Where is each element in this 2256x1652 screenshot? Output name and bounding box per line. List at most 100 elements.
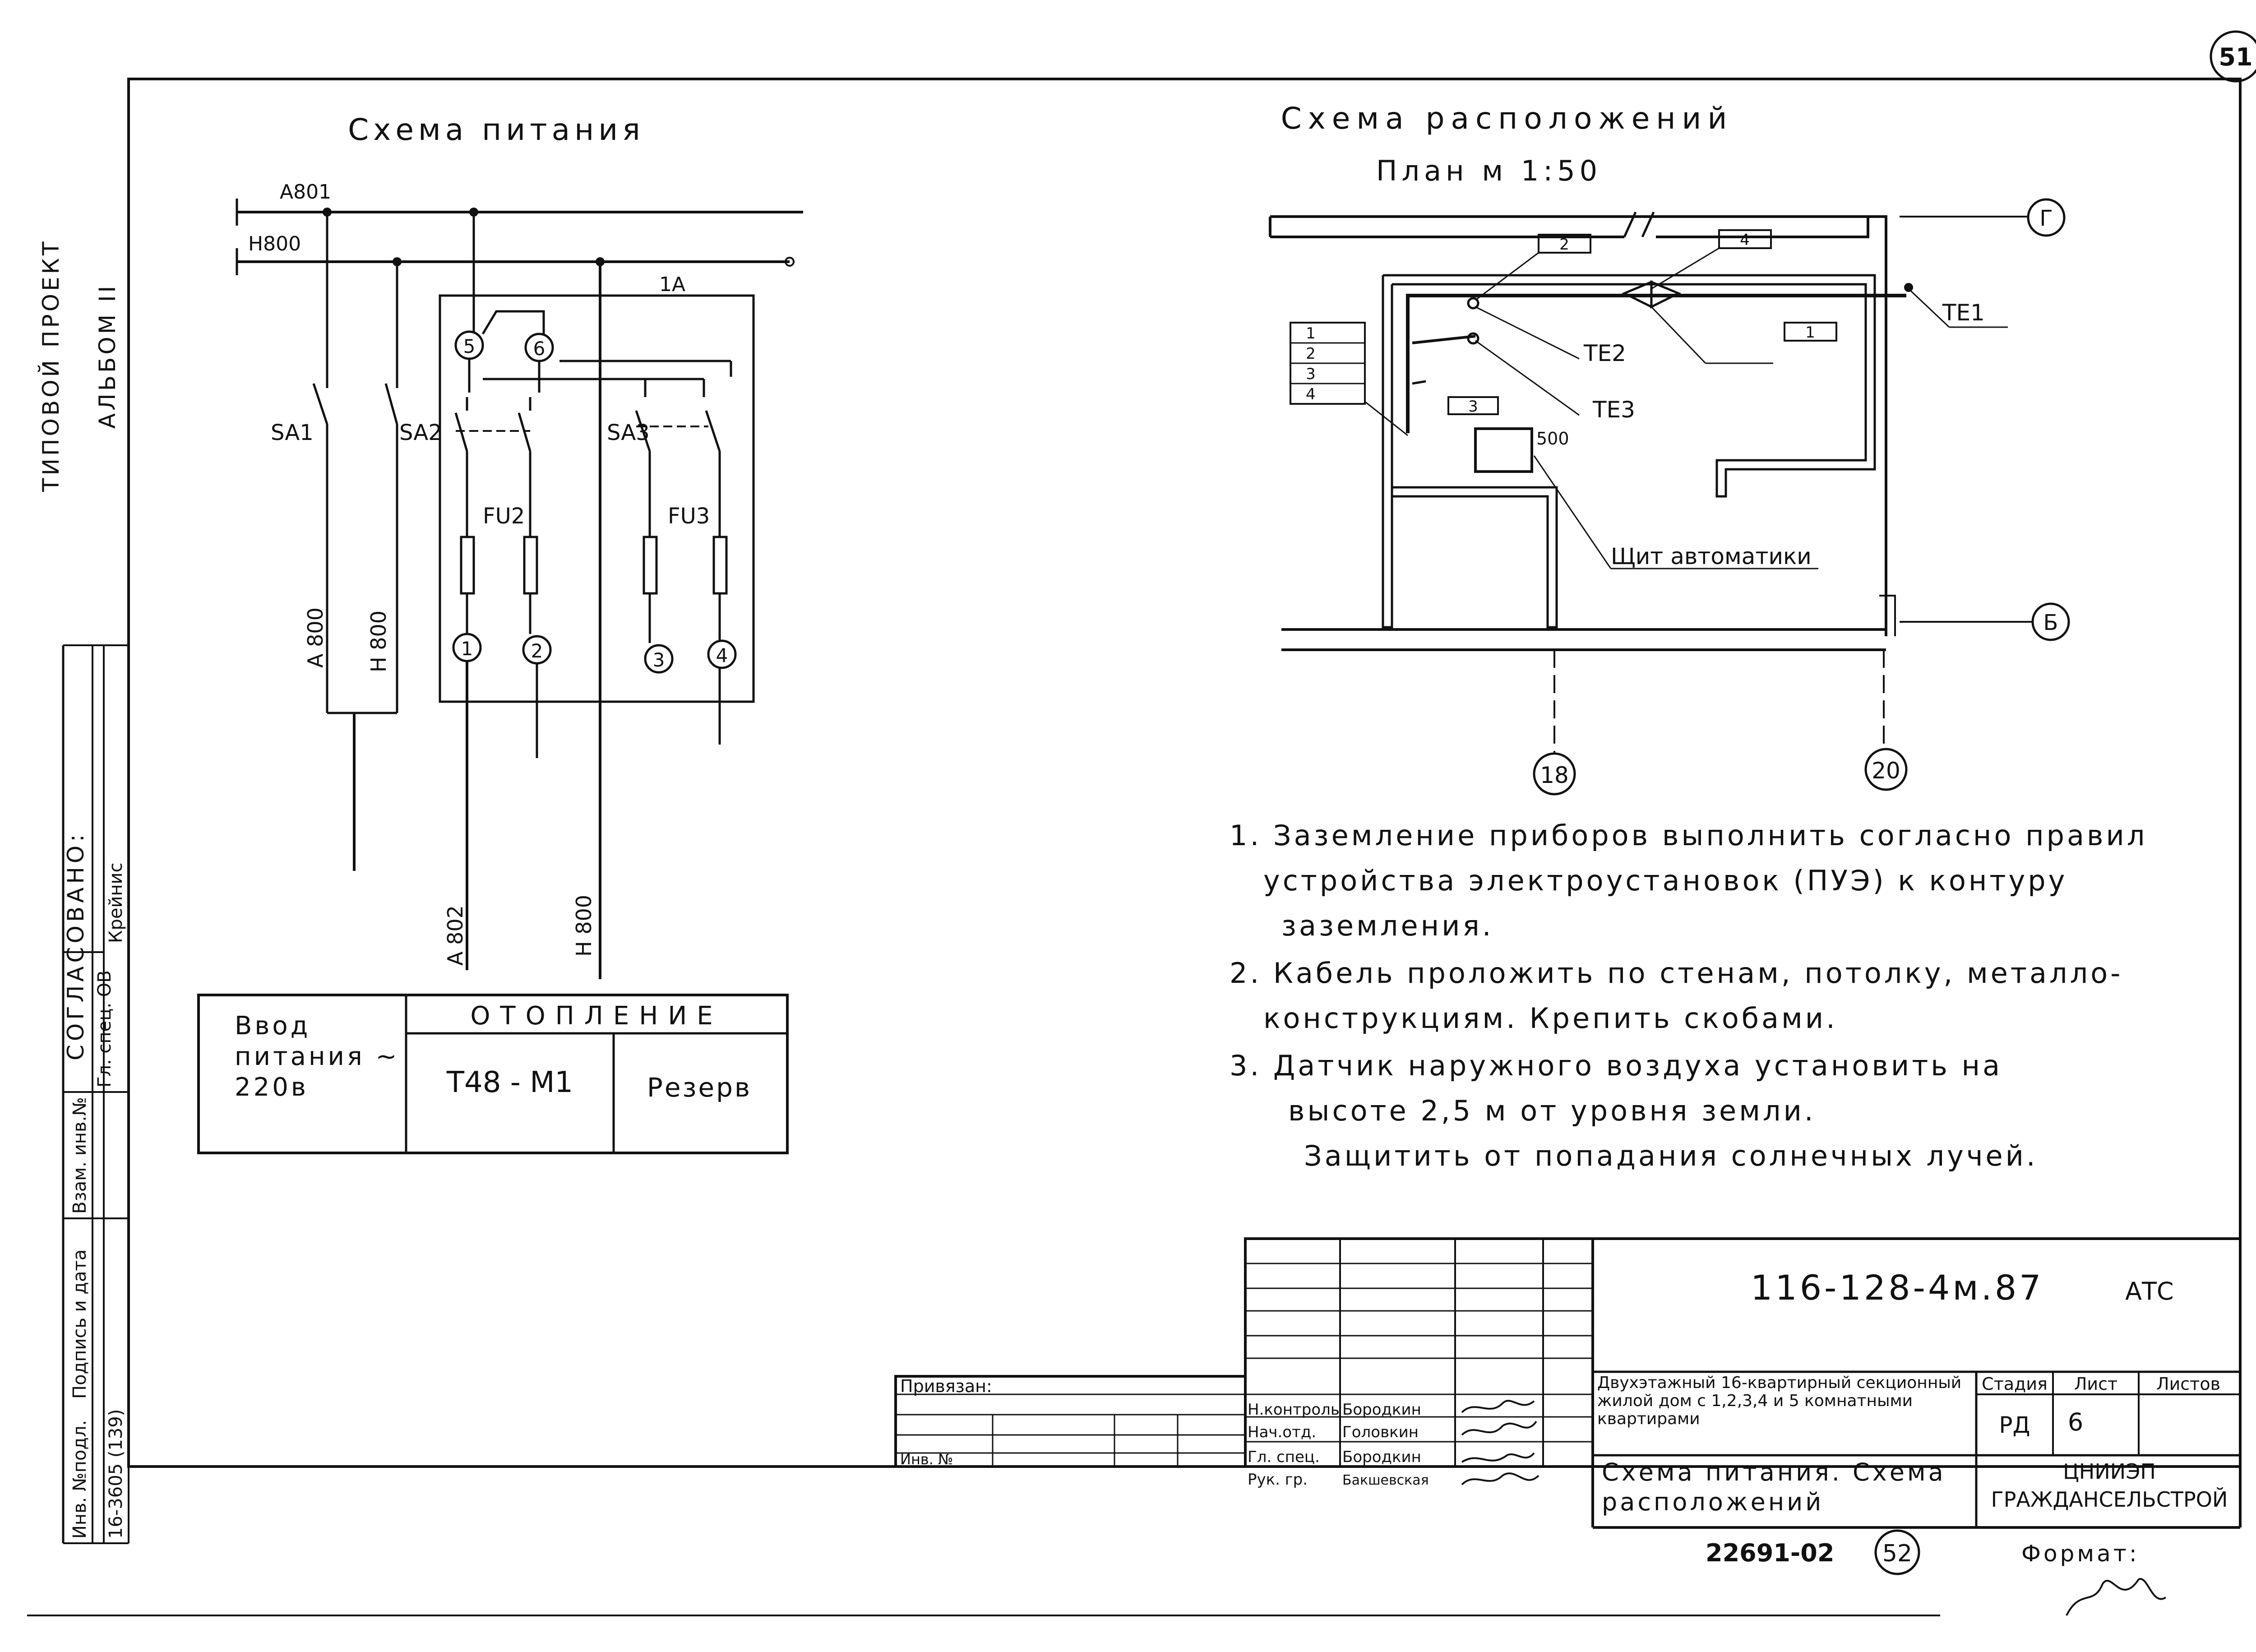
role-1: Нач.отд. — [1248, 1423, 1316, 1441]
input-label: Ввод питания ~ 220в — [235, 1011, 400, 1102]
plan-label-2: 2 — [1559, 236, 1569, 254]
fu2-label: FU2 — [483, 504, 525, 529]
power-scheme: Схема питания A801 H800 SA1 SA2 A 800 H … — [236, 112, 803, 979]
axis-20: 20 — [1872, 758, 1900, 784]
album-label: АЛЬБОМ II — [94, 283, 120, 429]
fuse-fu2-b — [523, 536, 538, 595]
organization: ЦНИИЭП ГРАЖДАНСЕЛЬСТРОЙ — [1991, 1459, 2228, 1512]
svg-text:2: 2 — [1306, 345, 1316, 363]
note-1-line-2: устройства электроустановок (ПУЭ) к конт… — [1263, 864, 2068, 897]
role-3: Рук. гр. — [1248, 1471, 1308, 1489]
power-scheme-title: Схема питания — [348, 112, 645, 147]
device-label: Т48 - М1 — [446, 1066, 573, 1099]
dim-500: 500 — [1536, 429, 1569, 449]
stage-value: РД — [1999, 1412, 2030, 1438]
sa2-contact — [384, 383, 398, 425]
terminal-5: 5 — [463, 335, 476, 357]
agreed-role: Гл. спец. ОВ — [94, 970, 115, 1087]
fu3-label: FU3 — [668, 504, 710, 529]
attached-label: Привязан: — [900, 1376, 992, 1396]
heating-header: ОТОПЛЕНИЕ — [470, 1001, 722, 1031]
stage-label: Стадия — [1982, 1374, 2048, 1394]
name-2: Бородкин — [1342, 1448, 1421, 1466]
axis-18: 18 — [1540, 762, 1569, 788]
sheet-number: 51 — [2219, 43, 2252, 71]
signature-3 — [1461, 1472, 1539, 1485]
note-3-line-1: 3. Датчик наружного воздуха установить н… — [1230, 1049, 2003, 1082]
note-1-line-1: 1. Заземление приборов выполнить согласн… — [1230, 819, 2148, 852]
signature-2 — [1461, 1452, 1535, 1463]
orig-inv-label: Инв. №подл. — [69, 1420, 90, 1539]
out-n-label: H 800 — [572, 895, 596, 957]
reserve-label: Резерв — [647, 1072, 752, 1103]
svg-text:3: 3 — [1306, 365, 1316, 383]
svg-text:4: 4 — [1306, 385, 1316, 403]
name-1: Головкин — [1342, 1423, 1419, 1441]
sensor-te2: ТЕ2 — [1583, 340, 1626, 366]
sa1-label: SA1 — [271, 420, 314, 445]
terminal-6: 6 — [533, 338, 546, 360]
doc-circle-number: 52 — [1882, 1540, 1912, 1567]
sheet-value: 6 — [2068, 1408, 2083, 1436]
plan-label-3: 3 — [1468, 398, 1478, 416]
signature-0 — [1461, 1400, 1535, 1413]
project-description: Двухэтажный 16-квартирный секционный жил… — [1597, 1374, 1962, 1428]
sign-date-label: Подпись и дата — [69, 1249, 90, 1399]
role-2: Гл. спец. — [1248, 1448, 1320, 1466]
swap-inv-label: Взам. инв.№ — [69, 1097, 90, 1214]
left-margin: ТИПОВОЙ ПРОЕКТ АЛЬБОМ II СОГЛАСОВАНО: Гл… — [37, 239, 129, 1544]
name-3: Бакшевская — [1342, 1472, 1429, 1488]
power-table: ОТОПЛЕНИЕ Ввод питания ~ 220в Т48 - М1 Р… — [197, 994, 789, 1154]
layout-plan-subtitle: План м 1:50 — [1376, 154, 1602, 187]
role-0: Н.контроль — [1248, 1401, 1340, 1419]
group-box — [439, 294, 755, 703]
fuse-fu3-a — [643, 536, 658, 595]
note-2-line-2: конструкциям. Крепить скобами. — [1263, 1002, 1838, 1035]
axis-b: Б — [2043, 610, 2058, 635]
group-label: 1A — [659, 273, 685, 296]
axis-g: Г — [2039, 206, 2053, 231]
note-3-line-2: высоте 2,5 м от уровня земли. — [1288, 1094, 1816, 1127]
note-3-line-3: Защитить от попадания солнечных лучей. — [1304, 1139, 2038, 1172]
project-type: ТИПОВОЙ ПРОЕКТ — [37, 239, 64, 492]
plan-label-4: 4 — [1740, 231, 1750, 249]
doc-code: 116-128-4м.87 — [1751, 1268, 2044, 1308]
format-label: Формат: — [2021, 1541, 2140, 1567]
sa2-label: SA2 — [399, 420, 442, 445]
sensor-te3: ТЕ3 — [1592, 397, 1635, 423]
sheet-label: Лист — [2074, 1374, 2117, 1394]
fuse-fu2-a — [460, 536, 475, 595]
bus-n-label: H800 — [248, 232, 301, 255]
signature-footer — [2066, 1578, 2167, 1616]
plan-label-1: 1 — [1805, 324, 1815, 342]
out-a-label: A 802 — [443, 905, 467, 966]
orig-inv-value: 16-3605 (139) — [106, 1409, 126, 1539]
cable-a-label: A 800 — [303, 607, 328, 668]
doc-number: 22691-02 — [1706, 1539, 1834, 1567]
sensor-te1: ТЕ1 — [1942, 300, 1985, 326]
agreed-name: Крейнис — [106, 862, 126, 943]
note-1-line-3: заземления. — [1281, 909, 1494, 942]
panel-label: Щит автоматики — [1611, 543, 1812, 569]
terminal-4: 4 — [716, 644, 728, 666]
inv-label: Инв. № — [900, 1451, 953, 1468]
sheet-title: Схема питания. Схема расположений — [1602, 1458, 1946, 1516]
automation-panel — [1474, 427, 1533, 473]
name-0: Бородкин — [1342, 1401, 1421, 1419]
sheets-label: Листов — [2156, 1374, 2220, 1394]
bus-a-label: A801 — [280, 180, 331, 204]
layout-plan-title: Схема расположений — [1281, 101, 1734, 136]
sheet-frame — [127, 78, 2242, 1468]
doc-mark: АТС — [2125, 1277, 2174, 1305]
terminal-2: 2 — [531, 640, 543, 662]
agreed-label: СОГЛАСОВАНО: — [63, 831, 89, 1060]
terminal-3: 3 — [653, 649, 665, 671]
layout-plan: Схема расположений План м 1:50 Г Б 18 20 — [1269, 101, 2070, 796]
sheet-number-circle — [2210, 30, 2256, 83]
sa1-contact — [312, 383, 328, 425]
fuse-fu3-b — [712, 536, 728, 595]
svg-text:1: 1 — [1306, 324, 1316, 342]
cable-n-label: H 800 — [366, 611, 391, 672]
signature-1 — [1461, 1421, 1537, 1436]
